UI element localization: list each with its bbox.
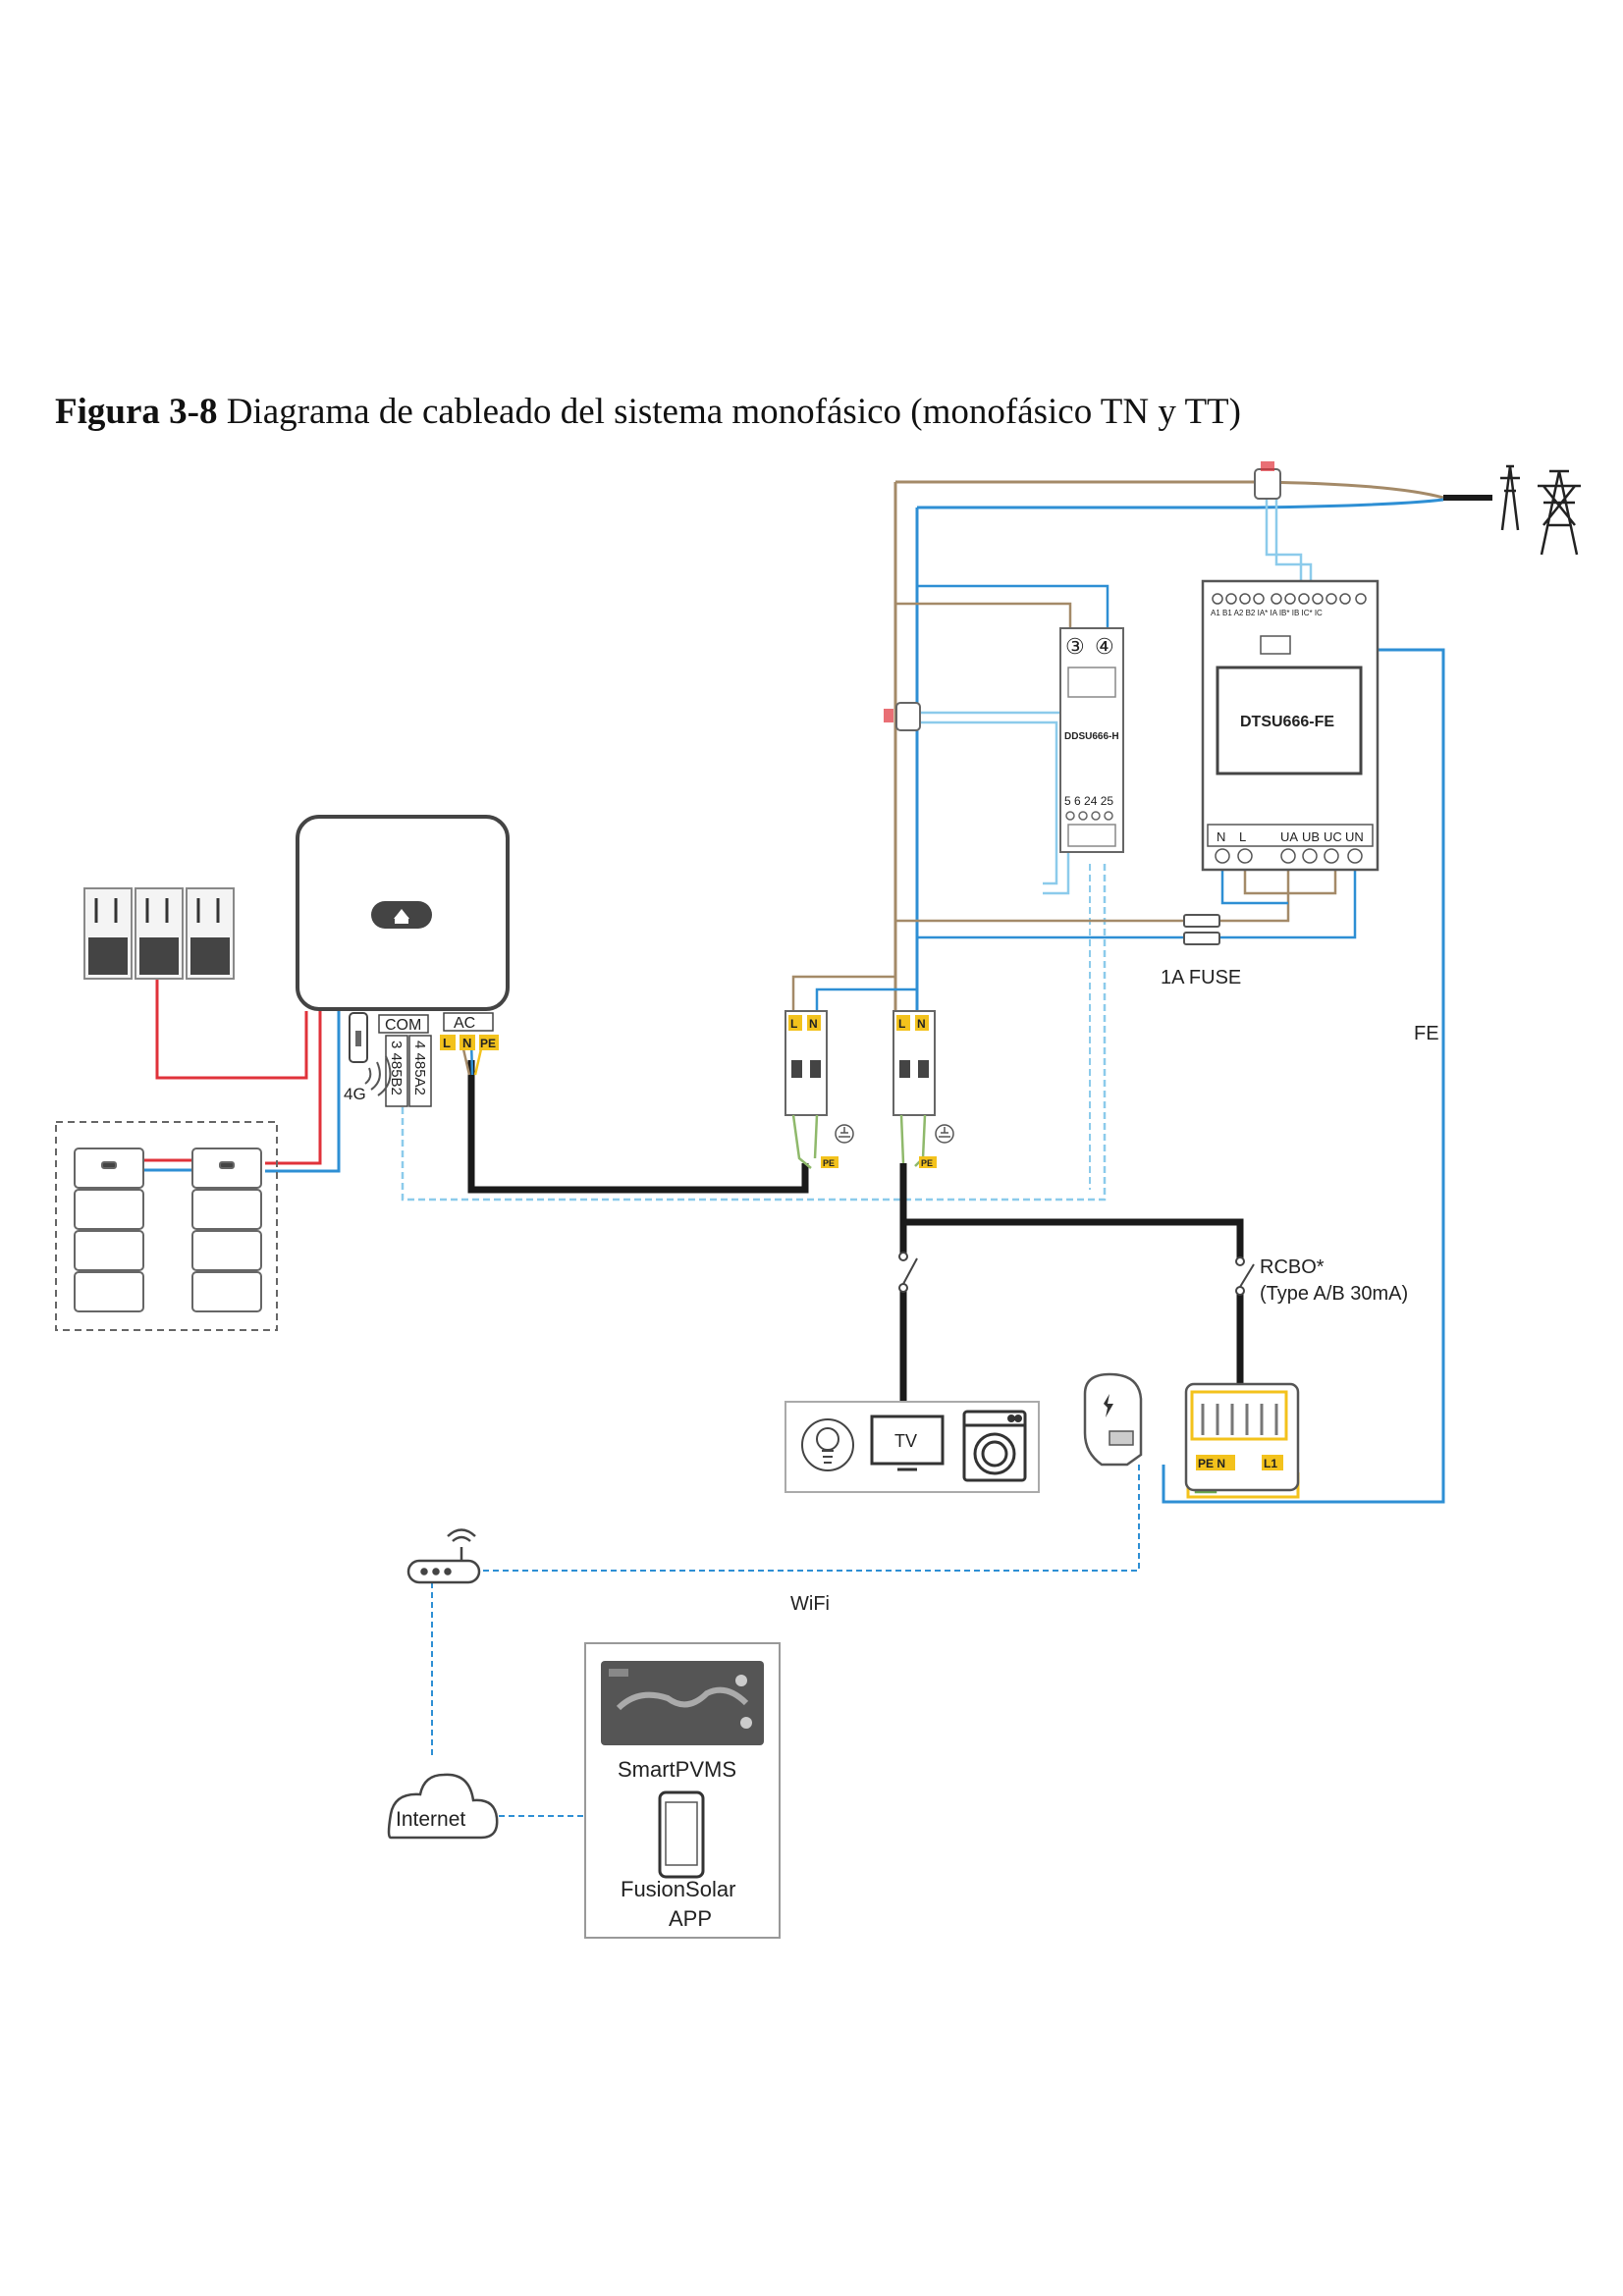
dtsu-l-wire bbox=[1243, 864, 1337, 895]
battery-blue-wire bbox=[265, 1011, 341, 1173]
dtsu-terminal-n: N bbox=[1217, 829, 1225, 844]
ct-lead-wire-2 bbox=[1274, 491, 1313, 594]
smartpvms-label: SmartPVMS bbox=[618, 1757, 736, 1782]
grid-blue-wire bbox=[917, 498, 1444, 509]
battery-stack bbox=[74, 1148, 144, 1312]
load-switch-icon bbox=[898, 1252, 918, 1293]
dtsu666-fe-meter: A1 B1 A2 B2 IA* IA IB* IB IC* IC DTSU666… bbox=[1201, 579, 1380, 872]
app-label: APP bbox=[669, 1906, 712, 1931]
fuse-icon bbox=[1183, 914, 1220, 945]
dtsu-terminal-ua: UA bbox=[1280, 829, 1298, 844]
pv-array bbox=[83, 887, 235, 980]
figure-number: Figura 3-8 bbox=[55, 392, 218, 432]
internet-label: Internet bbox=[396, 1808, 465, 1831]
tv-icon: TV bbox=[870, 1415, 945, 1471]
dtsu-model-label: DTSU666-FE bbox=[1240, 714, 1334, 730]
breaker-left-pin-n: N bbox=[809, 1017, 818, 1031]
wifi-label: WiFi bbox=[790, 1593, 830, 1615]
ground-icon bbox=[935, 1124, 954, 1144]
washing-machine-icon bbox=[962, 1410, 1027, 1482]
breaker-right-pin-n: N bbox=[917, 1017, 926, 1031]
rs485-port-a-label: 4 485A2 bbox=[411, 1041, 428, 1095]
dtsu-top-terminals: A1 B1 A2 B2 IA* IA IB* IB IC* IC bbox=[1211, 609, 1323, 617]
ac-pin-pe: PE bbox=[480, 1037, 496, 1050]
ddsu-bottom-pins: 5 6 24 25 bbox=[1064, 794, 1113, 808]
lightbulb-icon bbox=[801, 1418, 854, 1471]
ddsu-top-pin-3: ③ bbox=[1065, 634, 1085, 659]
rj45-port-icon bbox=[1260, 635, 1291, 655]
battery-group bbox=[55, 1121, 278, 1331]
ac-pin-n: N bbox=[462, 1036, 471, 1050]
pv-red-wire bbox=[155, 977, 308, 1080]
charger-bolt-icon bbox=[1104, 1394, 1113, 1417]
fuse-label: 1A FUSE bbox=[1161, 967, 1241, 988]
dc-wires bbox=[143, 977, 341, 1173]
pv-panel bbox=[186, 887, 235, 980]
inverter: COM AC L N PE 3 485B2 4 485A2 4G bbox=[296, 815, 510, 1107]
dtsu-terminal-ub: UB bbox=[1302, 829, 1320, 844]
dtsu-terminal-un: UN bbox=[1345, 829, 1364, 844]
fuse-brown-wire bbox=[895, 864, 1290, 923]
battery-red-wire bbox=[265, 1011, 322, 1165]
ct-lead-wire bbox=[1265, 491, 1303, 594]
rs485-port-b-label: 3 485B2 bbox=[388, 1041, 405, 1095]
pv-panel bbox=[135, 887, 184, 980]
figure-caption: Figura 3-8 Diagrama de cableado del sist… bbox=[55, 391, 1587, 433]
ddsu-brown-feed bbox=[895, 602, 1072, 633]
charger-pe-n-label: PE N bbox=[1198, 1457, 1225, 1470]
battery-stack bbox=[191, 1148, 262, 1312]
internet-cloud-icon: Internet bbox=[387, 1773, 499, 1840]
load-bus bbox=[899, 1163, 1244, 1402]
ac-pin-l: L bbox=[443, 1036, 451, 1050]
household-loads: TV bbox=[784, 1401, 1040, 1493]
breaker-right-pin-l: L bbox=[898, 1017, 905, 1031]
charger-junction-box: PE N L1 bbox=[1184, 1382, 1300, 1492]
dtsu-terminal-uc: UC bbox=[1324, 829, 1342, 844]
rcbo-type-label: (Type A/B 30mA) bbox=[1260, 1283, 1408, 1305]
ddsu-top-pin-4: ④ bbox=[1095, 634, 1114, 659]
com-label: COM bbox=[385, 1017, 421, 1034]
breaker-left-pe: PE bbox=[823, 1158, 835, 1168]
dtsu-n-wire bbox=[1220, 864, 1288, 905]
fuse-blue-wire bbox=[917, 864, 1357, 939]
left-breaker-brown bbox=[791, 975, 895, 1011]
grid-brown-wire bbox=[895, 480, 1444, 500]
breaker-right-pe: PE bbox=[921, 1158, 933, 1168]
charger-l1-label: L1 bbox=[1264, 1457, 1277, 1470]
rcbo-switch-icon bbox=[1235, 1256, 1255, 1296]
breaker-left: L N PE bbox=[784, 1010, 854, 1169]
breaker-right: L N PE bbox=[893, 1010, 954, 1168]
ddsu-rs485-wire bbox=[401, 864, 1107, 1201]
ev-charger bbox=[1083, 1372, 1143, 1467]
figure-title: Diagrama de cableado del sistema monofás… bbox=[226, 392, 1241, 432]
fusionsolar-label: FusionSolar bbox=[621, 1877, 735, 1901]
ac-label: AC bbox=[454, 1015, 475, 1032]
rcbo-label: RCBO* bbox=[1260, 1256, 1325, 1278]
fe-cable bbox=[1162, 648, 1445, 1504]
ground-icon bbox=[835, 1124, 854, 1144]
tv-label: TV bbox=[894, 1431, 917, 1451]
antenna-signal-icon bbox=[364, 1055, 392, 1096]
pv-panel bbox=[83, 887, 133, 980]
dtsu-terminal-l: L bbox=[1239, 829, 1246, 844]
transmission-tower-icon bbox=[1500, 464, 1581, 556]
app-panel: SmartPVMS FusionSolar APP bbox=[584, 1642, 781, 1939]
ddsu-blue-feed bbox=[917, 584, 1109, 633]
ddsu-ct-clamp-icon bbox=[884, 702, 921, 731]
ddsu-ct-lead bbox=[908, 711, 1070, 895]
breaker-left-pin-l: L bbox=[790, 1017, 797, 1031]
ddsu-ct-lead-2 bbox=[908, 721, 1058, 885]
ddsu-model-label: DDSU666-H bbox=[1064, 731, 1119, 742]
grid-wires bbox=[895, 480, 1492, 594]
router-icon bbox=[406, 1528, 481, 1584]
antenna-label: 4G bbox=[344, 1085, 366, 1103]
left-breaker-blue bbox=[815, 988, 917, 1011]
ddsu666-h-meter: ③ ④ DDSU666-H 5 6 24 25 bbox=[1059, 627, 1124, 853]
ac-cable bbox=[460, 1040, 809, 1194]
grid-ct-clamp-icon bbox=[1254, 461, 1281, 500]
fe-label: FE bbox=[1414, 1023, 1439, 1044]
